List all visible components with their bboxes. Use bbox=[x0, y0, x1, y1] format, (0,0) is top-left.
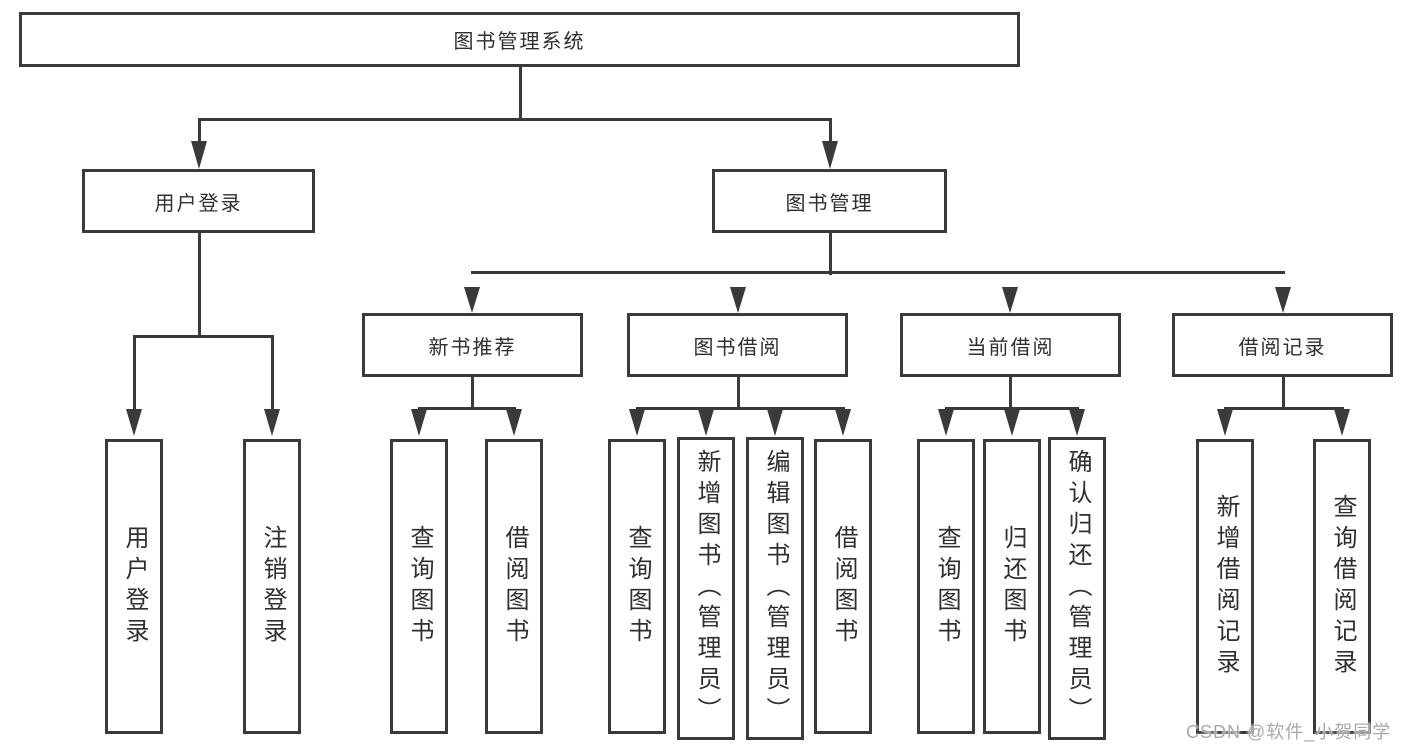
connector-line-vertical bbox=[1281, 377, 1285, 409]
arrowhead-down-icon bbox=[1334, 409, 1350, 436]
leaf-add-borrow-record: 新增借阅记录 bbox=[1196, 439, 1254, 734]
arrowhead-down-icon bbox=[835, 409, 851, 436]
connector-line-vertical bbox=[1008, 377, 1012, 409]
leaf-user-login: 用户登录 bbox=[105, 439, 163, 734]
leaf-borrow-books: 借阅图书 bbox=[814, 439, 872, 734]
connector-line-vertical bbox=[828, 233, 832, 275]
connector-line-vertical bbox=[270, 335, 274, 413]
leaf-add-books-admin: 新增图书（管理员） bbox=[677, 437, 735, 740]
node-current-borrow: 当前借阅 bbox=[900, 313, 1121, 377]
arrowhead-down-icon bbox=[938, 409, 954, 436]
arrowhead-down-icon bbox=[698, 409, 714, 436]
arrowhead-down-icon bbox=[464, 287, 480, 313]
node-book-borrow: 图书借阅 bbox=[627, 313, 848, 377]
arrowhead-down-icon bbox=[1069, 409, 1085, 436]
leaf-query-books-current: 查询图书 bbox=[917, 439, 975, 734]
arrowhead-down-icon bbox=[629, 409, 645, 436]
arrowhead-down-icon bbox=[264, 409, 280, 436]
connector-line-horizontal bbox=[417, 406, 516, 410]
connector-line-horizontal bbox=[635, 406, 845, 410]
connector-line-horizontal bbox=[944, 406, 1079, 410]
leaf-query-books-recommend: 查询图书 bbox=[390, 439, 448, 734]
leaf-edit-books-admin: 编辑图书（管理员） bbox=[746, 437, 804, 740]
arrowhead-down-icon bbox=[506, 409, 522, 436]
arrowhead-down-icon bbox=[767, 409, 783, 436]
connector-line-vertical bbox=[197, 233, 201, 338]
node-borrow-record: 借阅记录 bbox=[1172, 313, 1393, 377]
arrowhead-down-icon bbox=[191, 141, 207, 169]
arrowhead-down-icon bbox=[1002, 287, 1018, 313]
node-root: 图书管理系统 bbox=[19, 12, 1020, 67]
arrowhead-down-icon bbox=[1275, 287, 1291, 313]
connector-line-vertical bbox=[828, 118, 832, 148]
leaf-confirm-return-admin: 确认归还（管理员） bbox=[1048, 437, 1106, 740]
arrowhead-down-icon bbox=[1004, 409, 1020, 436]
connector-line-vertical bbox=[470, 377, 474, 409]
arrowhead-down-icon bbox=[411, 409, 427, 436]
arrowhead-down-icon bbox=[730, 287, 746, 313]
leaf-logout-login: 注销登录 bbox=[243, 439, 301, 734]
connector-line-vertical bbox=[736, 377, 740, 409]
connector-line-vertical bbox=[132, 335, 136, 413]
leaf-query-borrow-record: 查询借阅记录 bbox=[1313, 439, 1371, 734]
leaf-borrow-books-recommend: 借阅图书 bbox=[485, 439, 543, 734]
connector-line-horizontal bbox=[470, 270, 1285, 274]
leaf-query-books-borrow: 查询图书 bbox=[608, 439, 666, 734]
arrowhead-down-icon bbox=[822, 141, 838, 169]
node-new-book-recommend: 新书推荐 bbox=[362, 313, 583, 377]
connector-line-vertical bbox=[197, 118, 201, 148]
connector-line-horizontal bbox=[1223, 406, 1344, 410]
connector-line-horizontal bbox=[197, 117, 832, 121]
leaf-return-books: 归还图书 bbox=[983, 439, 1041, 734]
arrowhead-down-icon bbox=[126, 409, 142, 436]
watermark-text: CSDN @软件_小贺同学 bbox=[1186, 722, 1392, 742]
connector-line-horizontal bbox=[132, 334, 274, 338]
node-book-management: 图书管理 bbox=[712, 169, 947, 233]
connector-line-vertical bbox=[518, 67, 522, 120]
node-user-login: 用户登录 bbox=[82, 169, 315, 233]
arrowhead-down-icon bbox=[1217, 409, 1233, 436]
